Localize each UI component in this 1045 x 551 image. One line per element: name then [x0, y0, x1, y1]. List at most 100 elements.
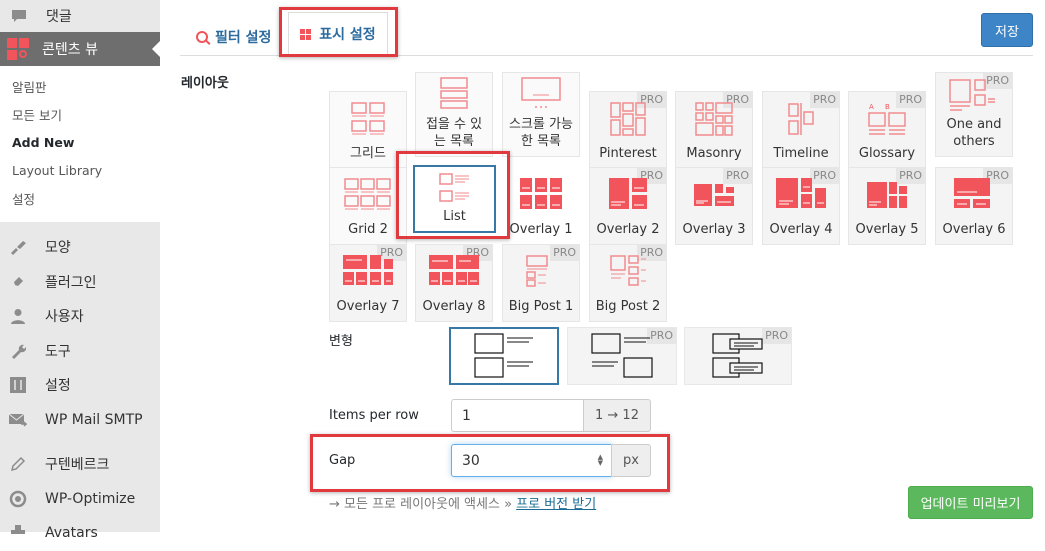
- submenu-dashboard[interactable]: 알림판: [12, 79, 47, 95]
- variant-option-3[interactable]: PRO: [684, 327, 792, 385]
- overlay-4-layout-icon: [776, 178, 826, 208]
- sidebar-item-plugins[interactable]: 플러그인: [0, 265, 160, 300]
- grid-icon: [300, 28, 312, 40]
- layout-option-label: Overlay 2: [596, 222, 660, 237]
- sidebar-item-label: 구텐베르크: [45, 457, 110, 474]
- wrench-icon: [9, 342, 27, 360]
- pro-badge: PRO: [637, 245, 666, 261]
- layout-option-label: List: [443, 209, 466, 224]
- list-variant-3-icon: [712, 333, 763, 378]
- pro-badge: PRO: [810, 168, 839, 184]
- sidebar-item-wp-optimize[interactable]: WP-Optimize: [0, 482, 160, 517]
- timeline-layout-icon: [788, 103, 814, 135]
- layout-option-pinterest[interactable]: PRO Pinterest: [589, 91, 667, 169]
- layout-option-label: Big Post 2: [595, 299, 661, 314]
- pro-badge: PRO: [550, 245, 579, 261]
- layout-option-overlay-2[interactable]: PRO Overlay 2: [589, 167, 667, 245]
- layout-option-label: Masonry: [686, 146, 742, 161]
- sidebar-item-label: Avatars: [45, 525, 98, 542]
- layout-option-overlay-7[interactable]: PRO Overlay 7: [329, 244, 407, 322]
- pro-badge: PRO: [810, 92, 839, 108]
- get-pro-link[interactable]: 프로 버전 받기: [516, 497, 597, 512]
- layout-option-label: Overlay 8: [422, 299, 486, 314]
- layout-option-label: Timeline: [773, 146, 829, 161]
- variant-option-2[interactable]: PRO: [567, 327, 677, 385]
- layout-option-big-post-1[interactable]: PRO Big Post 1: [502, 244, 580, 322]
- overlay-1-layout-icon: [520, 178, 562, 209]
- update-preview-button[interactable]: 업데이트 미리보기: [908, 486, 1033, 519]
- layout-option-label: 그리드: [350, 146, 386, 161]
- layout-option-one-and-others[interactable]: PRO One and others: [935, 72, 1013, 157]
- svg-text:B: B: [885, 103, 890, 111]
- layout-option-overlay-1[interactable]: Overlay 1: [502, 167, 580, 245]
- submenu-layout-library[interactable]: Layout Library: [12, 162, 103, 178]
- gap-input[interactable]: 30 ▲▼: [451, 444, 612, 477]
- number-spinner-icon[interactable]: ▲▼: [597, 453, 603, 467]
- layout-option-overlay-8[interactable]: PRO Overlay 8: [415, 244, 493, 322]
- layout-option-label: Overlay 6: [942, 222, 1006, 237]
- collapsible-list-icon: [440, 77, 468, 109]
- list-variant-1-icon: [474, 333, 533, 378]
- sidebar-item-comments[interactable]: 댓글: [0, 0, 160, 32]
- sidebar-item-label: 댓글: [46, 9, 72, 25]
- layout-option-grid-2[interactable]: Grid 2: [329, 167, 407, 245]
- avatar-icon: [9, 524, 27, 542]
- grid-2-layout-icon: [344, 178, 391, 210]
- variant-option-1[interactable]: [449, 327, 559, 385]
- mail-icon: [9, 411, 27, 429]
- layout-option-scrollable-list[interactable]: 스크롤 가능한 목록: [502, 72, 580, 157]
- submenu-add-new[interactable]: Add New: [12, 134, 75, 150]
- sidebar-item-wp-mail-smtp[interactable]: WP Mail SMTP: [0, 403, 160, 438]
- layout-option-collapsible-list[interactable]: 접을 수 있는 목록: [415, 72, 493, 157]
- layout-option-list[interactable]: List: [413, 165, 496, 233]
- sidebar-item-appearance[interactable]: 모양: [0, 230, 160, 265]
- sidebar-item-gutenberg[interactable]: 구텐베르크: [0, 447, 160, 482]
- sidebar-item-tools[interactable]: 도구: [0, 334, 160, 369]
- sidebar-item-settings[interactable]: 설정: [0, 368, 160, 403]
- layout-option-masonry[interactable]: PRO Masonry: [675, 91, 753, 169]
- overlay-3-layout-icon: [694, 184, 734, 206]
- search-icon: [196, 31, 208, 43]
- layout-option-overlay-5[interactable]: PRO Overlay 5: [848, 167, 926, 245]
- sidebar-item-label: WP Mail SMTP: [45, 411, 143, 428]
- overlay-8-layout-icon: [429, 255, 479, 285]
- layout-option-label: Pinterest: [599, 146, 657, 161]
- items-per-row-range: 1 → 12: [583, 399, 651, 432]
- pro-badge: PRO: [723, 168, 752, 184]
- sidebar-submenu: 알림판 모든 보기 Add New Layout Library 설정: [0, 66, 160, 222]
- pro-badge: PRO: [377, 245, 406, 261]
- scrollable-list-icon: [521, 77, 561, 108]
- pro-badge: PRO: [762, 328, 791, 344]
- pro-badge: PRO: [983, 168, 1012, 184]
- layout-option-overlay-6[interactable]: PRO Overlay 6: [935, 167, 1013, 245]
- layout-option-big-post-2[interactable]: PRO Big Post 2: [589, 244, 667, 322]
- sidebar-item-content-views[interactable]: 콘텐츠 뷰: [0, 32, 160, 66]
- tab-filter-settings[interactable]: 필터 설정: [196, 18, 271, 56]
- svg-text:A: A: [869, 103, 874, 111]
- grid-layout-icon: [351, 102, 385, 135]
- sidebar-item-users[interactable]: 사용자: [0, 299, 160, 334]
- content-views-icon: [7, 38, 29, 60]
- tab-label: 표시 설정: [319, 27, 376, 43]
- layout-option-overlay-4[interactable]: PRO Overlay 4: [762, 167, 840, 245]
- layout-label: 레이아웃: [181, 76, 229, 91]
- layout-option-label: 접을 수 있는 목록: [425, 117, 483, 149]
- submenu-settings[interactable]: 설정: [12, 191, 36, 207]
- submenu-view-all[interactable]: 모든 보기: [12, 107, 62, 123]
- tab-display-settings[interactable]: 표시 설정: [288, 12, 388, 56]
- layout-option-timeline[interactable]: PRO Timeline: [762, 91, 840, 169]
- gap-label: Gap: [329, 453, 356, 468]
- items-per-row-input[interactable]: 1: [451, 399, 584, 432]
- overlay-5-layout-icon: [867, 182, 907, 208]
- plugin-icon: [9, 273, 27, 291]
- highlight-box-list: [396, 151, 510, 239]
- layout-option-label: Overlay 1: [509, 222, 573, 237]
- save-button[interactable]: 저장: [981, 13, 1033, 47]
- layout-option-label: Overlay 5: [855, 222, 919, 237]
- pro-promo-text: → 모든 프로 레이아웃에 액세스 »: [329, 497, 513, 512]
- layout-option-grid[interactable]: 그리드: [329, 91, 407, 169]
- sidebar-item-avatars[interactable]: Avatars: [0, 516, 160, 551]
- layout-option-overlay-3[interactable]: PRO Overlay 3: [675, 167, 753, 245]
- optimize-icon: [9, 490, 27, 508]
